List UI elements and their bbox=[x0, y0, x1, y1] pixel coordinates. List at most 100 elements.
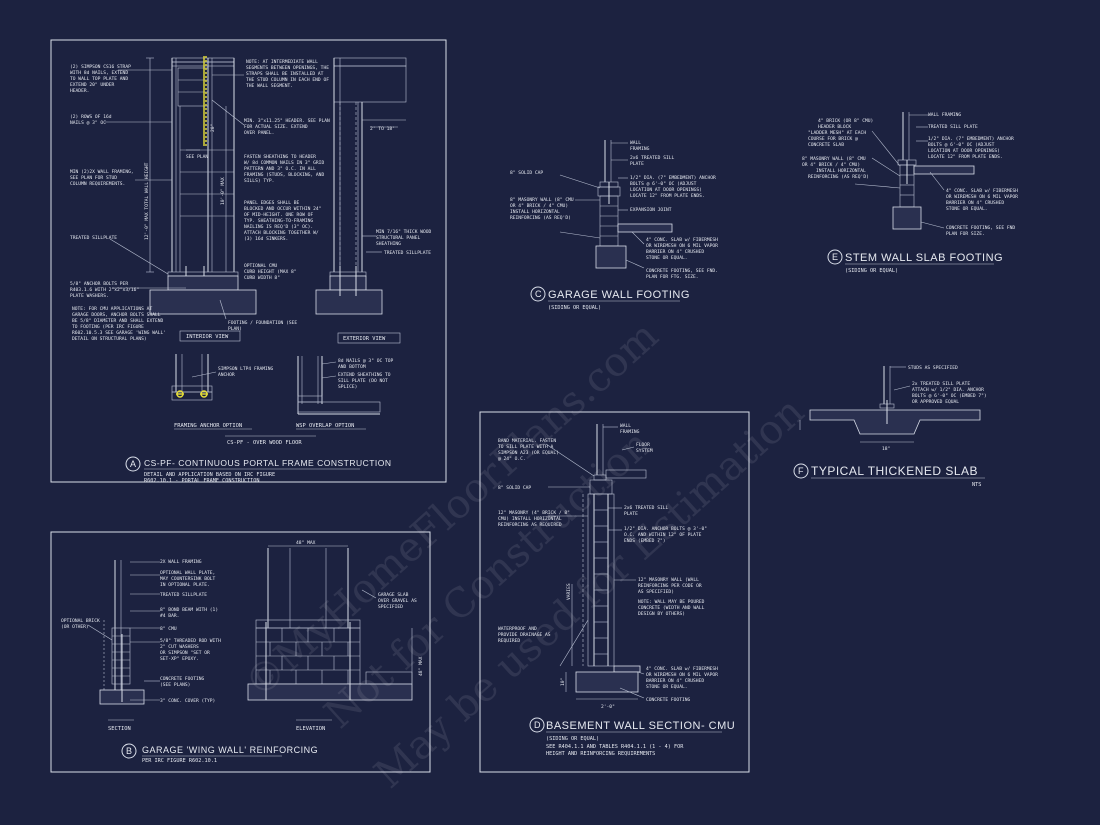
svg-text:SILL PLATE (DO NOT: SILL PLATE (DO NOT bbox=[338, 378, 388, 384]
panel-c-title: GARAGE WALL FOOTING bbox=[548, 289, 690, 301]
svg-text:BARRIER ON 4" CRUSHED: BARRIER ON 4" CRUSHED bbox=[646, 249, 704, 255]
svg-text:SEGMENTS BETWEEN OPENINGS, THE: SEGMENTS BETWEEN OPENINGS, THE bbox=[246, 65, 329, 71]
svg-text:NAILING IS REQ'D (3" OC).: NAILING IS REQ'D (3" OC). bbox=[244, 224, 313, 230]
svg-text:R403.1.6 WITH 2"x2"x3/16": R403.1.6 WITH 2"x2"x3/16" bbox=[70, 287, 139, 293]
svg-text:OPTIONAL BRICK: OPTIONAL BRICK bbox=[61, 618, 100, 624]
svg-text:BLOCKED AND OCCUR WITHIN 24": BLOCKED AND OCCUR WITHIN 24" bbox=[244, 206, 321, 212]
dim-see-plan: SEE PLAN bbox=[186, 154, 208, 160]
svg-text:TREATED SILLPLATE: TREATED SILLPLATE bbox=[70, 235, 117, 241]
svg-text:PLATE WASHERS.: PLATE WASHERS. bbox=[70, 293, 109, 299]
svg-text:MIN. 3"x11.25" HEADER. SEE PLA: MIN. 3"x11.25" HEADER. SEE PLAN bbox=[244, 118, 330, 124]
svg-text:BARRIER ON 4" CRUSHED: BARRIER ON 4" CRUSHED bbox=[946, 200, 1004, 206]
svg-text:2x TREATED SILL PLATE: 2x TREATED SILL PLATE bbox=[912, 381, 970, 387]
svg-text:4" CONC. SLAB w/ FIBERMESH: 4" CONC. SLAB w/ FIBERMESH bbox=[946, 188, 1018, 194]
svg-text:HEIGHT AND REINFORCING REQUIRE: HEIGHT AND REINFORCING REQUIREMENTS bbox=[546, 751, 655, 757]
svg-text:WATERPROOF AND: WATERPROOF AND bbox=[498, 626, 537, 632]
panel-a-leaders bbox=[105, 69, 245, 320]
svg-text:TO FOOTING (PER IRC FIGURE: TO FOOTING (PER IRC FIGURE bbox=[72, 324, 144, 330]
svg-text:5/8" ANCHOR BOLTS PER: 5/8" ANCHOR BOLTS PER bbox=[70, 281, 128, 287]
svg-text:THE STUD COLUMN IN EACH END OF: THE STUD COLUMN IN EACH END OF bbox=[246, 77, 329, 83]
svg-text:ENDS (EMBED 7"): ENDS (EMBED 7") bbox=[624, 538, 666, 544]
panel-e-title: STEM WALL SLAB FOOTING bbox=[845, 252, 1003, 264]
svg-text:8" MASONRY WALL (8" CMU: 8" MASONRY WALL (8" CMU bbox=[510, 197, 574, 203]
svg-text:ATTACH w/ 1/2" DIA. ANCHOR: ATTACH w/ 1/2" DIA. ANCHOR bbox=[912, 387, 984, 393]
svg-text:OR 4" BRICK / 4" CMU): OR 4" BRICK / 4" CMU) bbox=[510, 203, 568, 209]
svg-text:DETAIL AND APPLICATION BASED O: DETAIL AND APPLICATION BASED ON IRC FIGU… bbox=[144, 472, 275, 478]
svg-text:REINFORCING (AS REQ'D): REINFORCING (AS REQ'D) bbox=[510, 215, 571, 221]
svg-text:OR WIREMESH ON 6 MIL VAPOR: OR WIREMESH ON 6 MIL VAPOR bbox=[646, 672, 718, 678]
svg-text:WALL: WALL bbox=[620, 423, 631, 429]
panel-f-detail: 18" STUDS AS SPECIFIED 2x TREATED SILL P… bbox=[799, 365, 987, 452]
svg-text:DETAIL ON STRUCTURAL PLANS): DETAIL ON STRUCTURAL PLANS) bbox=[72, 336, 147, 342]
svg-text:WITH 8d NAILS, EXTEND: WITH 8d NAILS, EXTEND bbox=[70, 70, 128, 76]
svg-text:1/2" DIA. (7" EMBEDMENT) ANCHO: 1/2" DIA. (7" EMBEDMENT) ANCHOR bbox=[630, 175, 716, 181]
marker-c: C bbox=[535, 289, 542, 299]
dim-48-max-top: 48" MAX bbox=[296, 540, 316, 546]
svg-text:FRAMING: FRAMING bbox=[630, 146, 650, 152]
svg-text:PANEL EDGES SHALL BE: PANEL EDGES SHALL BE bbox=[244, 200, 300, 206]
svg-text:STONE OR EQUAL.: STONE OR EQUAL. bbox=[946, 206, 988, 212]
svg-text:CONCRETE FOOTING: CONCRETE FOOTING bbox=[646, 697, 690, 703]
svg-text:SIMPSON A23 (OR EQUAL): SIMPSON A23 (OR EQUAL) bbox=[498, 450, 559, 456]
dim-2-0: 2'-0" bbox=[601, 704, 615, 710]
svg-text:PLAN FOR SIZE.: PLAN FOR SIZE. bbox=[946, 231, 985, 237]
svg-text:LOCATION AT DOOR OPENINGS): LOCATION AT DOOR OPENINGS) bbox=[928, 148, 1000, 154]
svg-text:(OR OTHER): (OR OTHER) bbox=[61, 624, 89, 630]
svg-text:CONCRETE FOOTING, SEE FND: CONCRETE FOOTING, SEE FND bbox=[946, 225, 1015, 231]
svg-text:COURSE FOR BRICK @: COURSE FOR BRICK @ bbox=[808, 136, 858, 142]
svg-text:COLUMN REQUIREMENTS.: COLUMN REQUIREMENTS. bbox=[70, 181, 125, 187]
panel-f-title-block: F TYPICAL THICKENED SLAB NTS bbox=[793, 463, 985, 488]
panel-a-interior-view: 12'-0" MAX TOTAL WALL HEIGHT 10'-0" MAX … bbox=[144, 56, 257, 342]
panel-a-notes-mid: NOTE: AT INTERMEDIATE WALL SEGMENTS BETW… bbox=[228, 59, 330, 332]
svg-text:(SEE PLANS): (SEE PLANS) bbox=[160, 682, 190, 688]
svg-text:FLOOR: FLOOR bbox=[636, 442, 650, 448]
svg-text:@ 24" O.C.: @ 24" O.C. bbox=[498, 456, 526, 462]
dim-varies: VARIES bbox=[566, 583, 572, 600]
svg-text:(SIDING OR EQUAL): (SIDING OR EQUAL) bbox=[845, 268, 898, 274]
dim-10: 10" bbox=[560, 678, 566, 686]
svg-text:INSTALL HORIZONTAL: INSTALL HORIZONTAL bbox=[816, 168, 866, 174]
panel-d-title-block: D BASEMENT WALL SECTION- CMU (SIDING OR … bbox=[529, 717, 735, 757]
svg-text:PROVIDE DRAINAGE AS: PROVIDE DRAINAGE AS bbox=[498, 632, 551, 638]
svg-text:BOLTS @ 6'-0" OC (ADJUST: BOLTS @ 6'-0" OC (ADJUST bbox=[630, 181, 697, 187]
svg-text:TREATED SILL PLATE: TREATED SILL PLATE bbox=[928, 124, 978, 130]
dim-20: 20" bbox=[210, 124, 216, 132]
marker-f: F bbox=[798, 466, 804, 476]
svg-text:THE WALL SEGMENT.: THE WALL SEGMENT. bbox=[246, 83, 293, 89]
panel-b-title: GARAGE 'WING WALL' REINFORCING bbox=[142, 745, 318, 755]
svg-text:O.C. AND WITHIN 12" OF PLATE: O.C. AND WITHIN 12" OF PLATE bbox=[624, 532, 702, 538]
svg-text:12" MASONRY WALL (WALL: 12" MASONRY WALL (WALL bbox=[638, 577, 699, 583]
panel-c-detail: WALL FRAMING 2x6 TREATED SILL PLATE 1/2"… bbox=[510, 140, 718, 280]
panel-a-wsp-overlap: 8d NAILS @ 3" OC TOP AND BOTTOM EXTEND S… bbox=[296, 356, 394, 430]
panel-a-exterior-view: 2' TO 18' MIN 7/16" THICK WOOD STRUCTURA… bbox=[315, 57, 432, 344]
svg-text:TYP. SHEATHING-TO-FRAMING: TYP. SHEATHING-TO-FRAMING bbox=[244, 218, 313, 224]
svg-text:EXTEND SHEATHING TO: EXTEND SHEATHING TO bbox=[338, 372, 391, 378]
svg-text:4" CONC. SLAB w/ FIBERMESH: 4" CONC. SLAB w/ FIBERMESH bbox=[646, 666, 718, 672]
svg-text:PLATE: PLATE bbox=[624, 511, 638, 517]
svg-text:PLAN FOR FTG. SIZE.: PLAN FOR FTG. SIZE. bbox=[646, 274, 699, 280]
svg-text:CONCRETE FOOTING, SEE FND.: CONCRETE FOOTING, SEE FND. bbox=[646, 268, 718, 274]
svg-text:PATTERN AND 3" O.C. IN ALL: PATTERN AND 3" O.C. IN ALL bbox=[244, 166, 316, 172]
svg-text:AS SPECIFIED): AS SPECIFIED) bbox=[638, 589, 674, 595]
svg-text:GARAGE DOORS, ANCHOR BOLTS SHA: GARAGE DOORS, ANCHOR BOLTS SHALL bbox=[72, 312, 161, 318]
svg-text:OR WIREMESH ON 6 MIL VAPOR: OR WIREMESH ON 6 MIL VAPOR bbox=[946, 194, 1018, 200]
svg-text:(SIDING OR EQUAL): (SIDING OR EQUAL) bbox=[546, 736, 599, 742]
svg-text:2x6 TREATED SILL: 2x6 TREATED SILL bbox=[624, 505, 668, 511]
svg-text:EXPANSION JOINT: EXPANSION JOINT bbox=[630, 207, 672, 213]
svg-text:(2) ROWS OF 16d: (2) ROWS OF 16d bbox=[70, 114, 112, 120]
panel-f-title: TYPICAL THICKENED SLAB bbox=[811, 464, 978, 478]
svg-text:STRUCTURAL PANEL: STRUCTURAL PANEL bbox=[376, 235, 420, 241]
panel-b-elevation: 48" MAX 48" MAX GARAGE SLAB OVER GRAVEL … bbox=[247, 540, 424, 732]
svg-text:AND BOTTOM: AND BOTTOM bbox=[338, 364, 366, 370]
svg-text:NOTE: FOR CMU APPLICATIONS AT: NOTE: FOR CMU APPLICATIONS AT bbox=[72, 306, 152, 312]
svg-text:8" SOLID CAP: 8" SOLID CAP bbox=[510, 170, 543, 176]
exterior-view-label: EXTERIOR VIEW bbox=[343, 336, 386, 342]
svg-text:ATTACH BLOCKING TOGETHER W/: ATTACH BLOCKING TOGETHER W/ bbox=[244, 230, 319, 236]
svg-text:LOCATE 12" FROM PLATE ENDS.: LOCATE 12" FROM PLATE ENDS. bbox=[928, 154, 1003, 160]
svg-text:TREATED SILLPLATE: TREATED SILLPLATE bbox=[160, 592, 207, 598]
svg-text:SPECIFIED: SPECIFIED bbox=[378, 604, 403, 610]
svg-text:LOCATION AT DOOR OPENINGS): LOCATION AT DOOR OPENINGS) bbox=[630, 187, 702, 193]
svg-text:BE 5/8" DIAMETER AND SHALL EXT: BE 5/8" DIAMETER AND SHALL EXTEND bbox=[72, 318, 164, 324]
svg-text:FRAMING (STUDS, BLOCKING, AND: FRAMING (STUDS, BLOCKING, AND bbox=[244, 172, 324, 178]
